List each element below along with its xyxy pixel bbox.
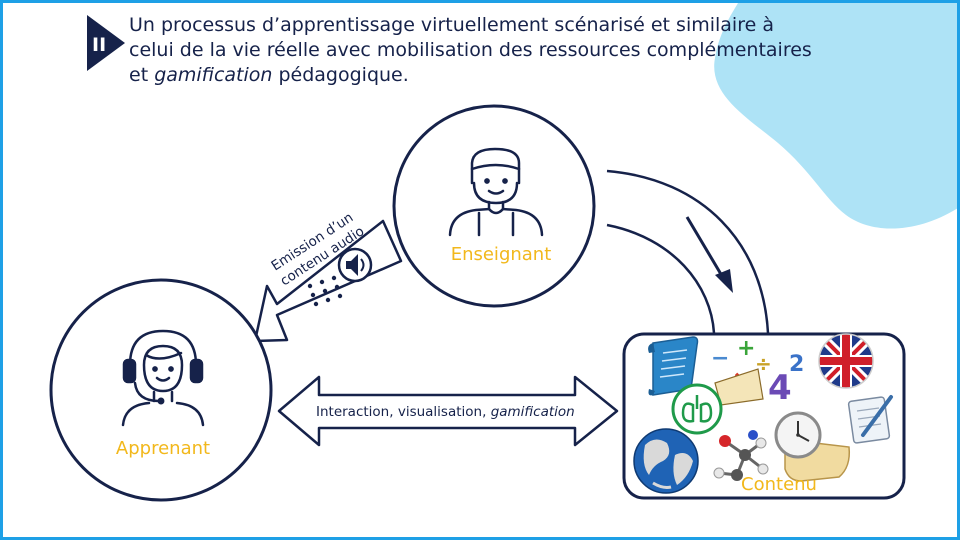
learner-node: Apprenant: [49, 278, 273, 502]
content-label: Contenu: [741, 474, 817, 495]
sound-dots: [307, 271, 349, 307]
svg-text:÷: ÷: [755, 352, 772, 376]
teacher-avatar-icon: [448, 147, 544, 237]
uk-flag-icon: [818, 333, 874, 389]
section-number: II: [92, 34, 106, 56]
math-symbols-icon: + − × ÷ 4 2: [711, 336, 804, 408]
globe-icon: [633, 428, 699, 494]
interaction-label: Interaction, visualisation, gamification: [316, 404, 575, 420]
svg-text:−: −: [711, 346, 729, 371]
molecule-icon: [713, 430, 769, 481]
notepad-icon: [847, 395, 893, 444]
speaker-icon: [337, 247, 373, 283]
content-node: + − × ÷ 4 2: [622, 332, 906, 500]
clock-icon: [774, 411, 851, 482]
svg-text:+: +: [737, 336, 755, 361]
audio-emission-arrow: Emission d’un contenu audio: [253, 210, 403, 343]
teacher-node: Enseignant: [392, 104, 596, 308]
teacher-label: Enseignant: [451, 244, 552, 265]
title-line-3: et gamification pédagogique.: [129, 64, 409, 86]
learner-headset-icon: [121, 329, 205, 427]
decorative-blob: [714, 3, 957, 229]
title-line-1: Un processus d’apprentissage virtuelleme…: [129, 14, 774, 36]
learner-label: Apprenant: [116, 438, 210, 459]
process-diagram: Emission d’un contenu audio Interaction,…: [49, 104, 906, 502]
slide-title: Un processus d’apprentissage virtuelleme…: [129, 13, 869, 88]
teacher-content-curved-arrow: [606, 169, 770, 334]
svg-text:4: 4: [768, 368, 792, 408]
title-line-2: celui de la vie réelle avec mobilisation…: [129, 39, 812, 61]
svg-text:2: 2: [789, 352, 804, 377]
scroll-icon: [648, 336, 699, 396]
lungs-icon: [671, 383, 723, 435]
title-italic-gamification: gamification: [154, 64, 273, 86]
interaction-double-arrow: Interaction, visualisation, gamification: [277, 375, 619, 447]
section-badge: II: [87, 15, 125, 71]
